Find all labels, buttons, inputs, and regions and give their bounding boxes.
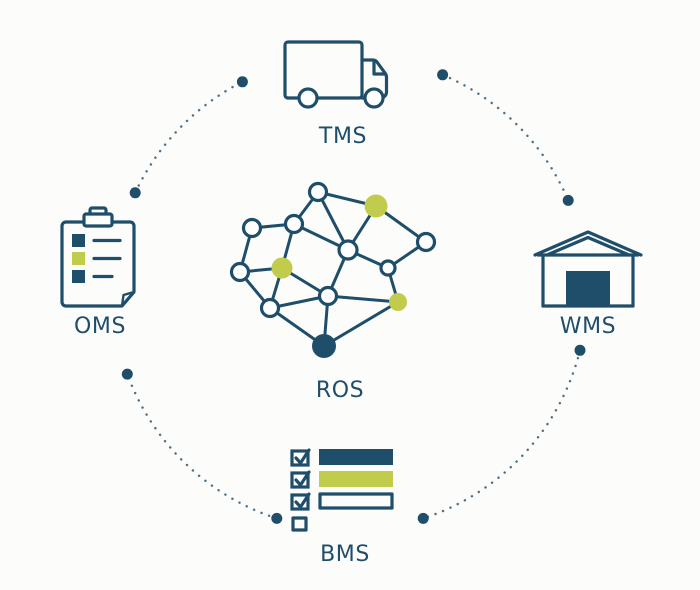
node-wms: WMS	[530, 226, 646, 339]
node-oms: OMS	[55, 206, 145, 339]
node-label-bms: BMS	[320, 542, 370, 567]
node-label-tms: TMS	[318, 124, 368, 149]
node-label-ros: ROS	[315, 378, 365, 403]
node-bms: BMS	[288, 446, 402, 567]
ring-arc-bottom-left	[126, 372, 278, 520]
brain-network-icon	[229, 181, 437, 358]
node-label-wms: WMS	[559, 314, 617, 339]
brain-edges	[238, 190, 428, 348]
ring-arc-bottom-right	[422, 349, 582, 520]
clipboard-icon	[60, 206, 136, 308]
checklist-icon	[290, 448, 394, 532]
node-tms: TMS	[281, 36, 405, 149]
node-label-oms: OMS	[73, 314, 127, 339]
brain-nodes	[229, 181, 437, 358]
warehouse-icon	[533, 230, 643, 308]
truck-icon	[283, 40, 389, 109]
ring-endpoint-dots	[121, 69, 586, 524]
node-ros: ROS	[228, 178, 452, 403]
ring-arc-top-left	[134, 80, 244, 194]
ring-arc-top-right	[441, 73, 570, 202]
